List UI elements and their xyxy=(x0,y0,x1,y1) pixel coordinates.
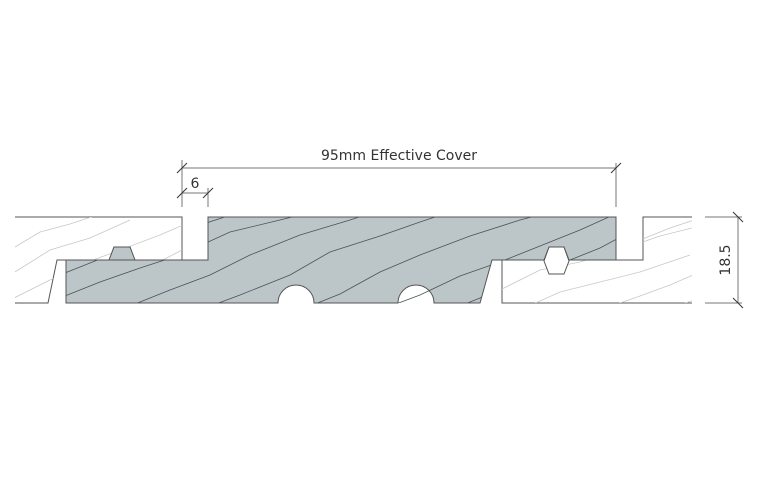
dimension-groove-width xyxy=(176,187,214,207)
thickness-label: 18.5 xyxy=(718,244,734,275)
dimension-thickness xyxy=(705,211,744,309)
groove-width-label: 6 xyxy=(191,176,200,192)
effective-cover-label: 95mm Effective Cover xyxy=(321,148,477,164)
dimension-effective-cover xyxy=(176,160,622,207)
